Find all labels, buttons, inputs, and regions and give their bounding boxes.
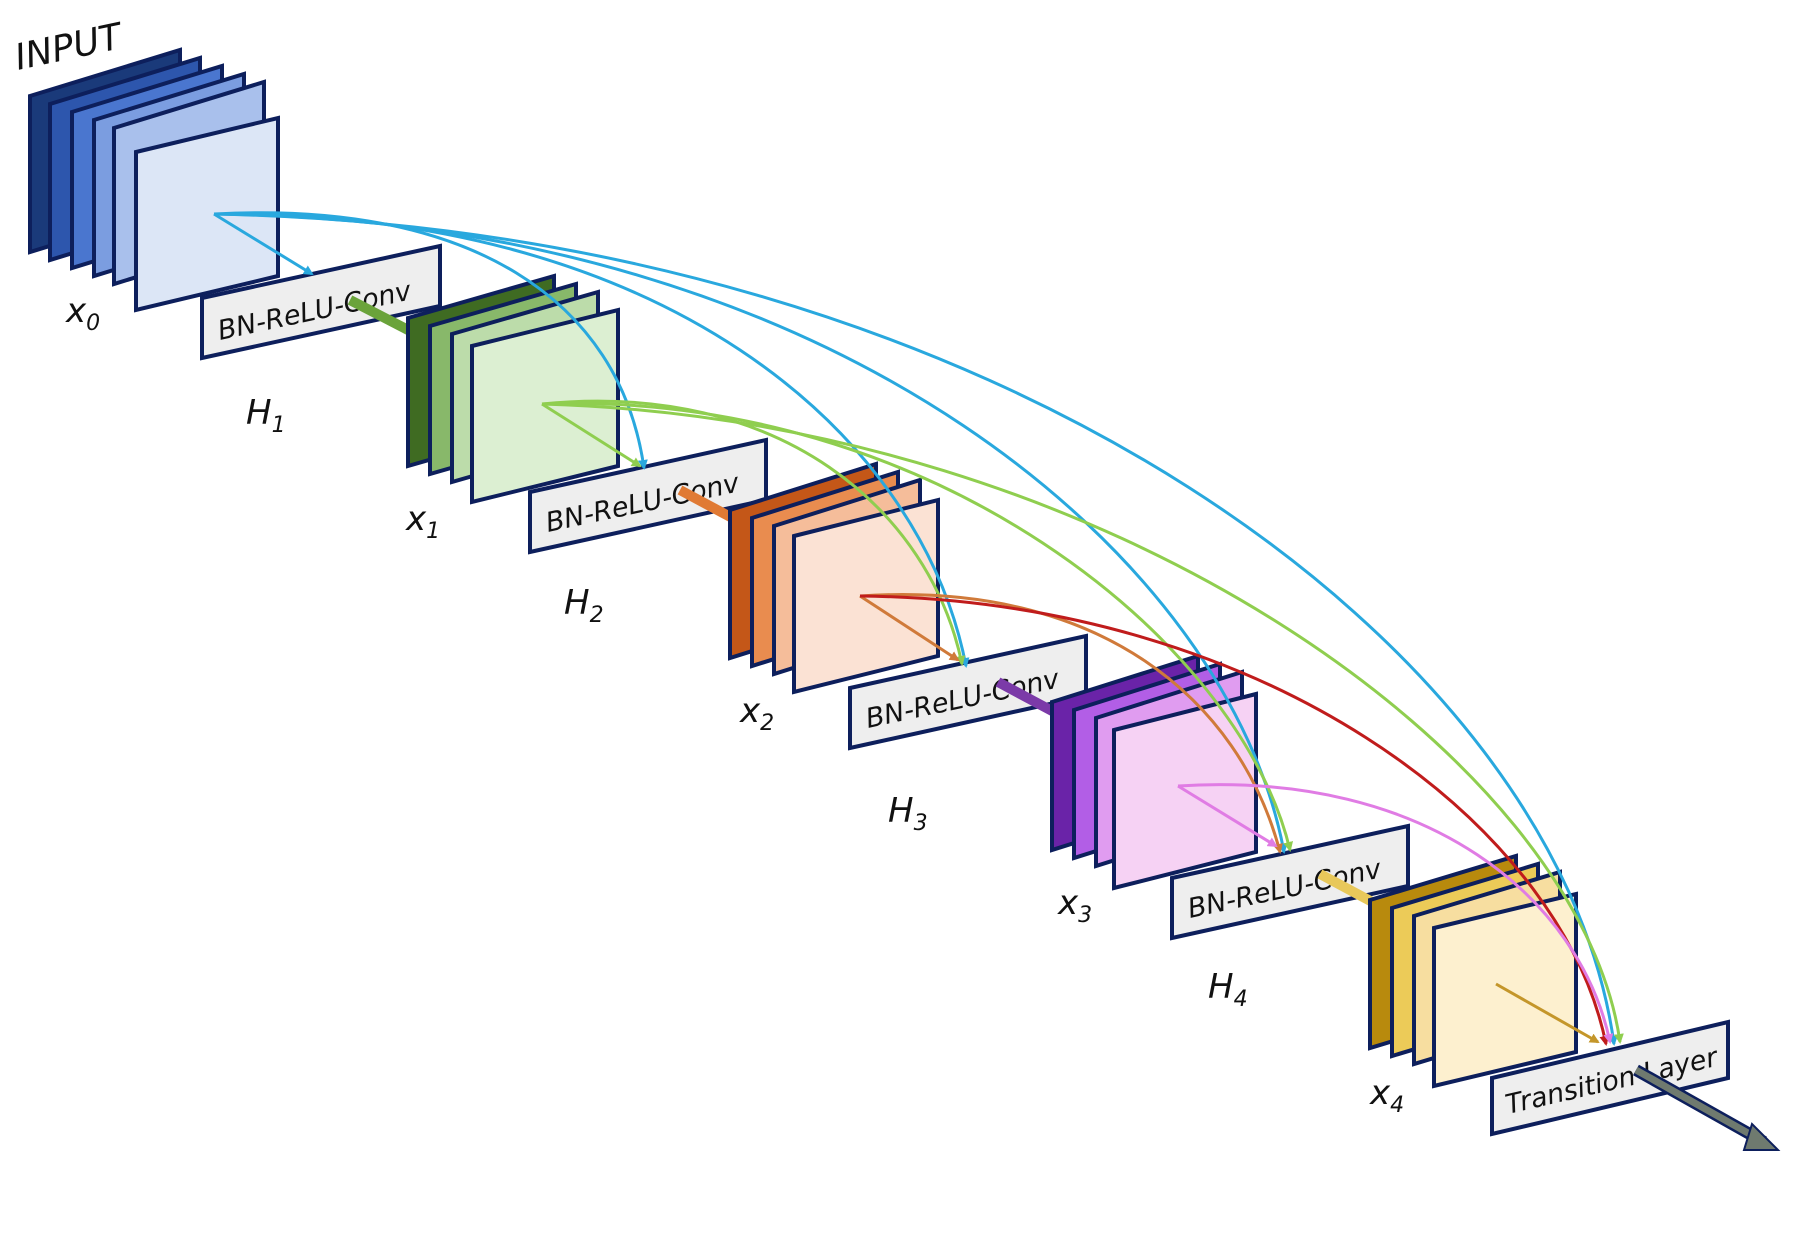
label-x3: x3	[1057, 883, 1092, 928]
label-h1: H1	[246, 393, 286, 438]
connector-1	[347, 295, 415, 337]
arrow-x4-to-transition	[1495, 982, 1600, 1044]
feature-map-x4	[1368, 853, 1578, 1089]
arrow-x3-to-transition	[1177, 783, 1614, 1044]
feature-map-x1	[406, 273, 620, 505]
arrow-x0-to-conv4	[213, 212, 1288, 854]
label-h3: H3	[888, 791, 928, 836]
arrows-from-x0	[213, 211, 1618, 1046]
arrow-x0-to-transition	[213, 212, 1618, 1046]
feature-map-x2	[728, 461, 940, 695]
connector-2	[677, 485, 739, 525]
arrow-x1-to-conv4	[541, 401, 1294, 852]
arrow-x1-to-transition	[541, 402, 1624, 1044]
arrows-from-x3	[1177, 783, 1614, 1044]
connector-4	[1317, 869, 1379, 909]
connector-3	[995, 677, 1057, 717]
arrow-x2-to-conv4	[859, 593, 1283, 854]
arrow-x3-to-conv4	[1177, 784, 1278, 848]
feature-map-x3	[1050, 653, 1258, 891]
label-x0: x0	[65, 291, 100, 336]
label-x1: x1	[405, 499, 440, 544]
layer-x0-6	[134, 115, 280, 313]
arrow-x2-to-conv3	[859, 594, 960, 662]
output-arrow	[1633, 1064, 1781, 1151]
label-h2: H2	[564, 583, 604, 628]
label-x2: x2	[739, 691, 774, 736]
label-h4: H4	[1208, 967, 1248, 1012]
arrow-x1-to-conv2	[541, 402, 642, 468]
arrow-x0-to-conv1	[213, 212, 314, 276]
label-x4: x4	[1369, 1073, 1404, 1118]
feature-map-x0	[28, 47, 280, 313]
